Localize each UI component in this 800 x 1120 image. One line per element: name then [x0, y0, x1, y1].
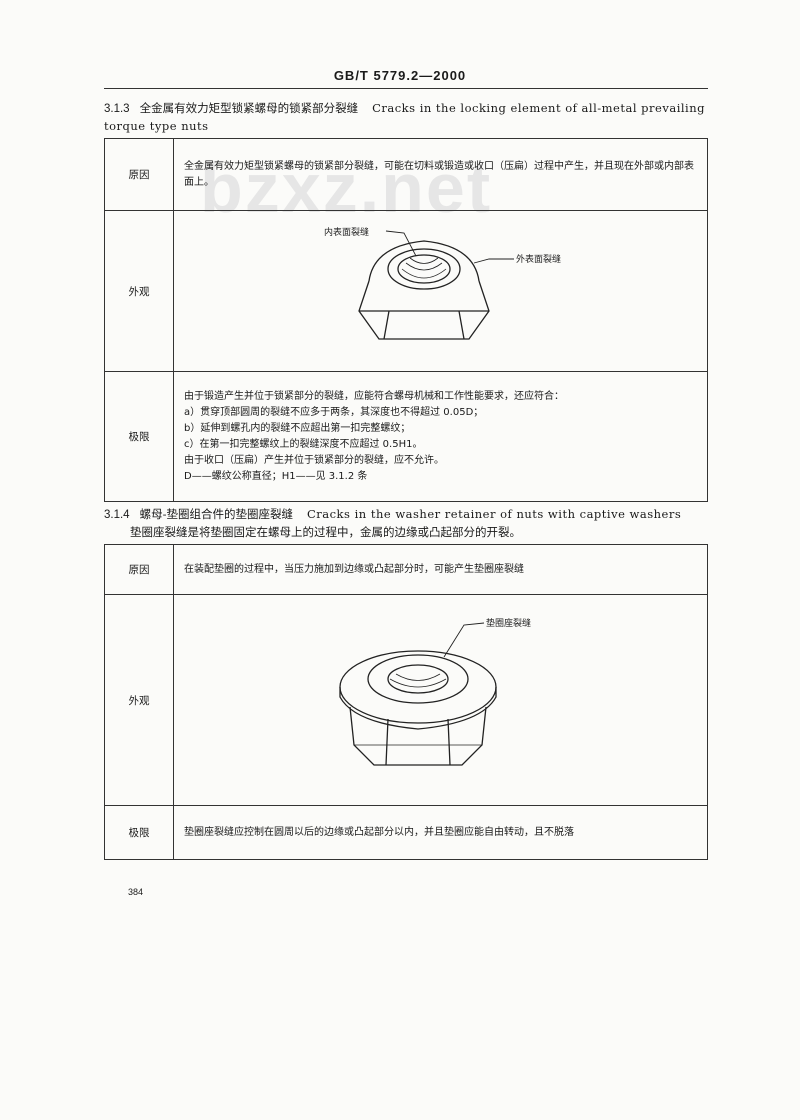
standard-number: GB/T 5779.2—2000 — [333, 68, 467, 83]
section-subtitle: 垫圈座裂缝是将垫圈固定在螺母上的过程中，金属的边缘或凸起部分的开裂。 — [130, 525, 521, 539]
section-title-en: Cracks in the locking element of all-met… — [104, 101, 705, 133]
appearance-figure: 内表面裂缝 外表面裂缝 — [173, 210, 708, 372]
locking-nut-drawing: 内表面裂缝 外表面裂缝 — [324, 226, 561, 340]
inner-crack-label: 内表面裂缝 — [324, 226, 369, 238]
section-title-cn: 螺母-垫圈组合件的垫圈座裂缝 — [139, 507, 293, 521]
cause-text: 全金属有效力矩型锁紧螺母的锁紧部分裂缝，可能在切料或锻造或收口（压扁）过程中产生… — [173, 138, 708, 211]
table-314: 原因 在装配垫圈的过程中，当压力施加到边缘或凸起部分时，可能产生垫圈座裂缝 外观 — [104, 544, 708, 860]
limit-line: D——螺纹公称直径；H1——见 3.1.2 条 — [184, 470, 368, 482]
table-313: 原因 全金属有效力矩型锁紧螺母的锁紧部分裂缝，可能在切料或锻造或收口（压扁）过程… — [104, 138, 708, 502]
limit-line: a）贯穿顶部圆周的裂缝不应多于两条，其深度也不得超过 0.05D； — [184, 406, 484, 418]
page-number: 384 — [128, 887, 144, 897]
section-title-en: Cracks in the washer retainer of nuts wi… — [306, 507, 682, 521]
limit-line: c）在第一扣完整螺纹上的裂缝深度不应超过 0.5H1。 — [184, 438, 423, 450]
cause-label: 原因 — [104, 138, 174, 211]
appearance-label: 外观 — [104, 594, 174, 806]
section-number: 3.1.4 — [104, 509, 130, 521]
limit-label: 极限 — [104, 805, 174, 860]
appearance-label: 外观 — [104, 210, 174, 372]
section-title-314: 3.1.4 螺母-垫圈组合件的垫圈座裂缝 Cracks in the washer … — [104, 506, 714, 524]
cause-text: 在装配垫圈的过程中，当压力施加到边缘或凸起部分时，可能产生垫圈座裂缝 — [173, 544, 708, 595]
cause-label: 原因 — [104, 544, 174, 595]
outer-crack-label: 外表面裂缝 — [516, 253, 561, 265]
washer-seat-crack-label: 垫圈座裂缝 — [486, 617, 531, 629]
washer-nut-drawing: 垫圈座裂缝 — [339, 617, 531, 766]
limit-text: 由于锻造产生并位于锁紧部分的裂缝，应能符合螺母机械和工作性能要求，还应符合： a… — [173, 371, 708, 502]
section-number: 3.1.3 — [104, 103, 130, 115]
header-rule — [104, 88, 708, 89]
limit-text: 垫圈座裂缝应控制在圆周以后的边缘或凸起部分以内，并且垫圈应能自由转动，且不脱落 — [173, 805, 708, 860]
limit-label: 极限 — [104, 371, 174, 502]
limit-line: 由于收口（压扁）产生并位于锁紧部分的裂缝，应不允许。 — [184, 454, 444, 466]
limit-line: b）延伸到螺孔内的裂缝不应超出第一扣完整螺纹； — [184, 422, 411, 434]
section-title-cn: 全金属有效力矩型锁紧螺母的锁紧部分裂缝 — [139, 101, 359, 115]
appearance-figure: 垫圈座裂缝 — [173, 594, 708, 806]
limit-line: 由于锻造产生并位于锁紧部分的裂缝，应能符合螺母机械和工作性能要求，还应符合： — [184, 390, 564, 402]
